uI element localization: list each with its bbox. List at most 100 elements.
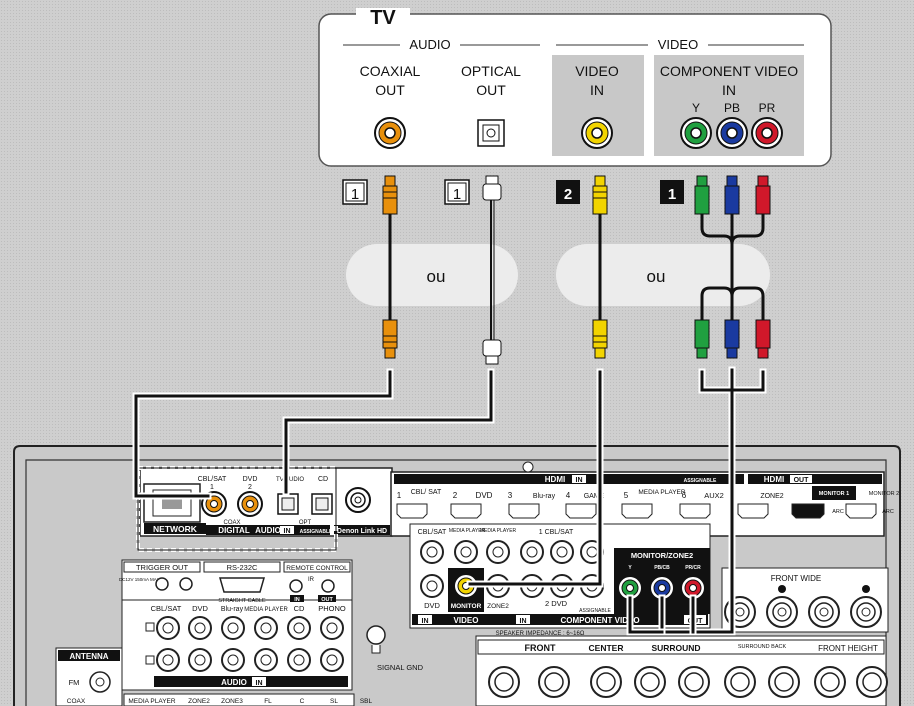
denon-link-jack [345,487,371,513]
digital-label: DIGITAL [218,526,250,535]
hdmi-in-4-name: GAME [584,493,605,500]
rx-comp-1-cblsat: 1 CBL/SAT [539,529,574,536]
digital-audio-section: CBL/SAT 1 DVD 2 TV AUDIO CD COAX OPT DIG… [136,466,390,552]
rx-video-mediaplayer: MEDIA PLAYER [449,528,486,534]
tv-video-jack [581,117,613,149]
hdmi-section: HDMI IN ASSIGNABLE HDMI OUT 1 CBL/ SAT 2… [394,461,899,519]
rx-video-cblsat: CBL/SAT [418,529,447,536]
coax-label: COAX [223,520,240,526]
audio-group-label: AUDIO [409,37,450,52]
tv-panel: TV AUDIO VIDEO COAXIAL OUT OPTICAL OUT V… [318,7,832,167]
rx-video-label: VIDEO [454,616,479,625]
optical-cable [482,175,502,365]
analog-audio-inputs: CBL/SAT DVD Blu-ray MEDIA PLAYER CD PHON… [123,604,373,706]
surround-back-label: SURROUND BACK [738,644,787,650]
hdmi-in-3-num: 3 [508,491,513,500]
preout-7: SBL [360,698,373,705]
opt-label: OPT [299,520,312,526]
rx-coax-jack-2 [237,491,263,517]
component-in-label: IN [722,82,736,98]
tv-comp-y-jack [680,117,712,149]
rx-monitor-zone2-label: MONITOR/ZONE2 [631,551,693,560]
tv-audio-label: TV AUDIO [276,477,304,483]
audio-col-6: PHONO [318,604,346,613]
remote-out-tag: OUT [321,597,333,603]
hdmi-in-6-num: 6 [682,491,687,500]
hdmi-arc-1: ARC [832,509,844,515]
preout-3: ZONE3 [221,698,243,705]
tv-comp-pb-jack [716,117,748,149]
rx-comp-2-dvd: 2 DVD [545,599,568,608]
cable-routes [132,366,767,636]
step-coax-badge: 1 [351,186,359,203]
or-right-label: ou [647,267,666,286]
front-wide-label: FRONT WIDE [771,574,822,583]
remote-in-tag: IN [294,597,300,603]
comp-pr-label: PR [759,101,776,115]
or-left-label: ou [427,267,446,286]
front-label: FRONT [525,643,556,653]
hdmi-label: HDMI [545,475,565,484]
hdmi-in-2-num: 2 [453,491,458,500]
rx-video-mediaplayer-2: MEDIA PLAYER [480,528,517,534]
preout-5: C [300,698,305,705]
rx-comp-out-pr-jack [680,575,706,601]
hdmi-zone2-label: ZONE2 [760,493,783,500]
antenna-label: ANTENNA [69,652,108,661]
cblsat1-num: 1 [210,484,214,491]
rx-comp-in-tag: IN [520,618,527,625]
coaxial-label: COAXIAL [360,63,421,79]
hdmi-assignable: ASSIGNABLE [684,478,717,484]
assignable-label: ASSIGNABLE [300,529,333,535]
rx-optical-jack-1 [277,493,299,515]
digital-audio-label: AUDIO [255,526,281,535]
rx-y-label: Y [628,565,632,571]
audio-col-1: CBL/SAT [151,604,182,613]
rx-pb-label: PB/CB [654,565,670,571]
component-label: COMPONENT VIDEO [660,63,798,79]
hdmi-arc-2: ARC [882,509,894,515]
rx-video-jacks-top [420,540,604,564]
rx-monitor-label: MONITOR [451,603,482,610]
audio-col-3: Blu-ray [221,606,244,613]
hdmi-ports [396,503,877,519]
network-label: NETWORK [153,524,198,534]
step-component-badge: 1 [668,186,676,203]
comp-pb-label: PB [724,101,740,115]
audio-col-2: DVD [192,604,208,613]
tv-optical-jack [477,119,505,147]
preout-4: FL [264,698,272,705]
rx-comp-out-pb-jack [649,575,675,601]
hdmi-in-5-name: MEDIA PLAYER [638,489,686,496]
tv-coaxial-jack [374,117,406,149]
hdmi-monitor2-label: MONITOR 2 [869,491,899,497]
hdmi-in-2-name: DVD [476,491,493,500]
or-bubbles: ou ou [346,244,770,306]
rx-component-video-label: COMPONENT VIDEO [560,616,639,625]
step-video-badge: 2 [564,186,572,203]
fm-label: FM [69,678,80,687]
rx-optical-jack-2 [311,493,333,515]
preout-2: ZONE2 [188,698,210,705]
speaker-impedance: SPEAKER IMPEDANCE : 6~16Ω [496,631,585,637]
trigger-out-label: TRIGGER OUT [136,563,189,572]
hdmi-in-4-num: 4 [566,491,571,500]
remote-control-label: REMOTE CONTROL [286,565,348,572]
digital-in-tag: IN [284,528,291,535]
audio-in-bottom-label: AUDIO [221,678,247,687]
preout-1: MEDIA PLAYER [128,698,176,705]
trigger-spec: DC12V 150mA MAX. [119,577,161,582]
hdmi-in-1-name: CBL/ SAT [411,489,442,496]
audio-col-4: MEDIA PLAYER [244,607,288,613]
hdmi-in-3-name: Blu-ray [533,493,556,500]
audio-jacks-row-r [156,648,344,672]
audio-in-bottom-tag: IN [256,680,263,687]
signal-gnd: SIGNAL GND [366,625,424,672]
straight-cable-label: STRAIGHT CABLE [218,598,266,604]
speaker-terminals-bottom [488,666,888,698]
signal-gnd-label: SIGNAL GND [377,663,424,672]
component-cable [694,175,771,359]
audio-jacks-row-l [156,616,344,640]
